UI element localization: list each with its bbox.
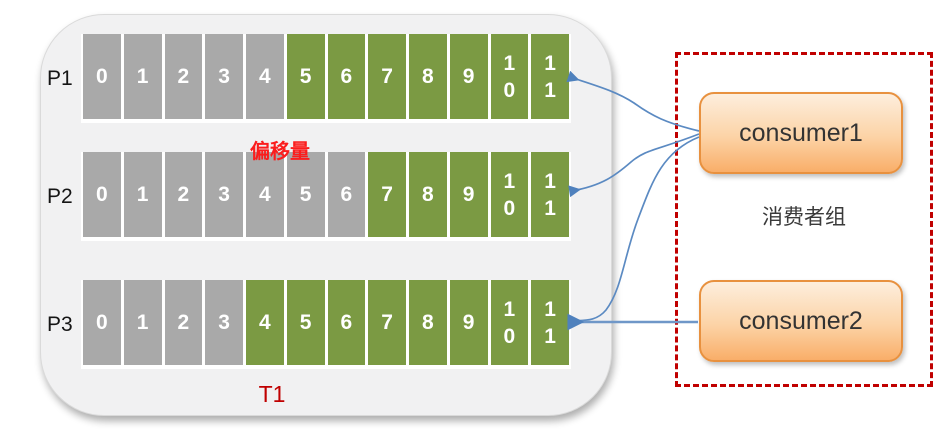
cell-strip: 0 1 2 3 4 5 6 7 8 9 10 11 xyxy=(81,280,571,369)
offset-number: 6 xyxy=(340,65,353,88)
offset-number: 11 xyxy=(544,169,556,220)
offset-cell-p1-9: 9 xyxy=(449,34,488,119)
offset-number: 7 xyxy=(381,311,393,334)
offset-number: 4 xyxy=(259,183,271,206)
offset-number: 7 xyxy=(381,183,393,206)
offset-cell-p3-0: 0 xyxy=(83,280,121,365)
consumer1-label: consumer1 xyxy=(739,118,863,147)
offset-number: 9 xyxy=(462,311,475,334)
offset-number: 6 xyxy=(340,183,353,206)
offset-number: 1 xyxy=(136,65,149,88)
offset-cell-p2-8: 8 xyxy=(409,152,447,237)
offset-cell-p3-11: 11 xyxy=(531,280,569,365)
offset-number: 6 xyxy=(340,311,353,334)
cell-strip: 0 1 2 3 4 5 6 7 8 9 10 11 xyxy=(81,34,571,123)
partition-row-p2: P2 0 1 2 3 4 5 6 7 8 9 10 11 xyxy=(43,152,609,241)
offset-cell-p2-5: 5 xyxy=(286,152,325,237)
offset-cell-p1-11: 11 xyxy=(531,34,569,119)
offset-number: 7 xyxy=(381,65,393,88)
offset-number: 1 xyxy=(136,183,149,206)
offset-number: 11 xyxy=(544,51,556,102)
offset-cell-p2-10: 10 xyxy=(490,152,529,237)
offset-cell-p1-1: 1 xyxy=(123,34,162,119)
offset-cell-p2-9: 9 xyxy=(449,152,488,237)
offset-number: 10 xyxy=(503,169,516,220)
offset-number: 0 xyxy=(96,65,108,88)
offset-cell-p1-10: 10 xyxy=(490,34,529,119)
offset-cell-p3-1: 1 xyxy=(123,280,162,365)
partition-row-p3: P3 0 1 2 3 4 5 6 7 8 9 10 11 xyxy=(43,280,609,369)
offset-number: 5 xyxy=(299,311,312,334)
offset-number: 11 xyxy=(544,297,556,348)
offset-number: 0 xyxy=(96,311,108,334)
offset-number: 2 xyxy=(177,311,190,334)
cell-strip: 0 1 2 3 4 5 6 7 8 9 10 11 xyxy=(81,152,571,241)
offset-cell-p1-3: 3 xyxy=(205,34,243,119)
partition-label: P1 xyxy=(47,66,73,90)
partition-label: P3 xyxy=(47,312,73,336)
offset-number: 5 xyxy=(299,65,312,88)
offset-cell-p3-6: 6 xyxy=(327,280,366,365)
offset-number: 4 xyxy=(259,65,271,88)
offset-cell-p1-0: 0 xyxy=(83,34,121,119)
offset-cell-p3-10: 10 xyxy=(490,280,529,365)
offset-cell-p2-11: 11 xyxy=(531,152,569,237)
offset-number: 3 xyxy=(218,65,230,88)
offset-number: 1 xyxy=(136,311,149,334)
partition-label: P2 xyxy=(47,184,73,208)
offset-number: 5 xyxy=(299,183,312,206)
offset-cell-p1-4: 4 xyxy=(246,34,284,119)
offset-number: 3 xyxy=(218,311,230,334)
offset-cell-p2-3: 3 xyxy=(205,152,243,237)
offset-cell-p2-0: 0 xyxy=(83,152,121,237)
offset-cell-p1-5: 5 xyxy=(286,34,325,119)
topic-label: T1 xyxy=(258,381,286,407)
offset-cell-p1-6: 6 xyxy=(327,34,366,119)
offset-number: 8 xyxy=(422,65,434,88)
consumer1-box: consumer1 xyxy=(699,92,903,174)
offset-number: 4 xyxy=(259,311,271,334)
offset-number: 9 xyxy=(462,183,475,206)
offset-number: 2 xyxy=(177,183,190,206)
offset-number: 2 xyxy=(177,65,190,88)
offset-number: 9 xyxy=(462,65,475,88)
offset-cell-p3-5: 5 xyxy=(286,280,325,365)
offset-number: 8 xyxy=(422,183,434,206)
offset-cell-p3-3: 3 xyxy=(205,280,243,365)
offset-cell-p2-7: 7 xyxy=(368,152,406,237)
offset-number: 10 xyxy=(503,297,516,348)
consumer2-label: consumer2 xyxy=(739,306,863,335)
offset-cell-p3-2: 2 xyxy=(164,280,203,365)
offset-cell-p3-8: 8 xyxy=(409,280,447,365)
offset-cell-p3-9: 9 xyxy=(449,280,488,365)
offset-cell-p3-4: 4 xyxy=(246,280,284,365)
consumer2-box: consumer2 xyxy=(699,280,903,362)
offset-number: 3 xyxy=(218,183,230,206)
offset-cell-p1-2: 2 xyxy=(164,34,203,119)
offset-number: 8 xyxy=(422,311,434,334)
partition-row-p1: P1 0 1 2 3 4 5 6 7 8 9 10 11 xyxy=(43,34,609,123)
offset-cell-p1-7: 7 xyxy=(368,34,406,119)
offset-cell-p2-6: 6 xyxy=(327,152,366,237)
consumer-group-label: 消费者组 xyxy=(762,206,846,229)
offset-cell-p2-4: 4 xyxy=(246,152,284,237)
offset-cell-p3-7: 7 xyxy=(368,280,406,365)
offset-label: 偏移量 xyxy=(250,141,310,163)
offset-number: 10 xyxy=(503,51,516,102)
offset-number: 0 xyxy=(96,183,108,206)
offset-cell-p2-2: 2 xyxy=(164,152,203,237)
offset-cell-p1-8: 8 xyxy=(409,34,447,119)
offset-cell-p2-1: 1 xyxy=(123,152,162,237)
